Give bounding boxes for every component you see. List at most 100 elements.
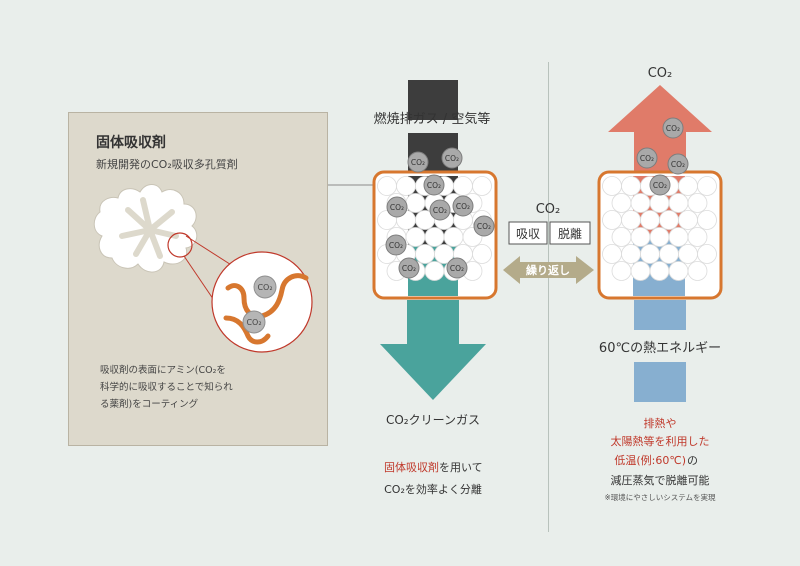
- absorb-desc-line2: CO₂を効率よく分離: [384, 482, 482, 496]
- desorb-desc-line: 排熱や: [644, 416, 677, 430]
- co2-molecule-label: CO₂: [666, 124, 680, 133]
- inset-title: 固体吸収剤: [96, 135, 166, 151]
- desorb-desc-line3-rest: の: [687, 454, 698, 467]
- absorb-tab: [508, 221, 548, 245]
- particle: [678, 210, 698, 230]
- input-gas-label: 燃焼排ガス / 空気等: [374, 111, 491, 127]
- co2-molecule-label: CO₂: [402, 264, 416, 273]
- co2-molecule: [452, 195, 474, 217]
- desorb-desc-line: 太陽熱等を利用した: [611, 434, 710, 448]
- particle: [687, 227, 708, 247]
- co2-molecule: [649, 174, 671, 196]
- heat-bar: [634, 300, 686, 330]
- particle: [668, 193, 689, 213]
- co2-molecule: [398, 257, 420, 279]
- co2-molecule-label: CO₂: [445, 154, 459, 163]
- particle: [621, 244, 641, 264]
- particle: [659, 244, 679, 264]
- particle: [472, 244, 492, 264]
- desorb-desc-line3-red: 低温(例:60℃): [614, 453, 686, 467]
- absorb-desc-highlight: 固体吸収剤: [384, 460, 439, 474]
- co2-molecule-label: CO₂: [477, 222, 491, 231]
- co2-molecule: [386, 196, 408, 218]
- co2-molecule: [446, 257, 468, 279]
- particle: [472, 176, 492, 196]
- particle: [424, 261, 445, 281]
- desorb-footnote: ※環境にやさしいシステムを実現: [604, 492, 716, 502]
- particle: [687, 193, 708, 213]
- particle: [678, 244, 698, 264]
- desorber-particles: [602, 176, 717, 281]
- particle: [640, 210, 660, 230]
- particle: [611, 227, 632, 247]
- particle: [668, 227, 689, 247]
- particle: [443, 227, 464, 247]
- co2-molecule-label: CO₂: [390, 203, 404, 212]
- co2-molecule: [636, 147, 658, 169]
- particle: [687, 261, 708, 281]
- particle: [602, 244, 622, 264]
- co2-molecule: [407, 151, 429, 173]
- center-divider: [548, 62, 549, 532]
- particle: [697, 176, 717, 196]
- co2-molecule: [429, 199, 451, 221]
- particle: [649, 193, 670, 213]
- zoom-detail: CO₂ CO₂: [211, 251, 313, 353]
- inset-note-line: る薬剤)をコーティング: [100, 399, 199, 410]
- repeat-label: 繰り返し: [526, 263, 570, 277]
- molecule-label: CO₂: [257, 283, 272, 292]
- gas-inlet-bar: [408, 80, 458, 120]
- inset-note: 吸収剤の表面にアミン(CO₂を 科学的に吸収することで知られ る薬剤)をコーティ…: [100, 362, 300, 413]
- particle: [697, 244, 717, 264]
- repeat-arrow: [503, 256, 594, 284]
- co2-molecule: [441, 147, 463, 169]
- co2-molecule: [423, 174, 445, 196]
- desorb-desc-line4: 減圧蒸気で脱離可能: [611, 473, 710, 487]
- particle: [678, 176, 698, 196]
- desorb-tab: [549, 221, 591, 245]
- particle: [621, 176, 641, 196]
- cycle-co2-label: CO₂: [536, 202, 561, 217]
- particle: [649, 227, 670, 247]
- inset-note-line: 吸収剤の表面にアミン(CO₂を: [100, 365, 226, 376]
- particle: [602, 176, 622, 196]
- particle: [697, 210, 717, 230]
- particle: [377, 176, 397, 196]
- co2-molecule-label: CO₂: [640, 154, 654, 163]
- particle: [602, 210, 622, 230]
- particle: [649, 261, 670, 281]
- clean-gas-arrow: [380, 300, 486, 400]
- co2-molecule-label: CO₂: [433, 206, 447, 215]
- particle: [405, 227, 426, 247]
- particle: [424, 227, 445, 247]
- absorb-tab-label: 吸収: [516, 227, 540, 241]
- co2-molecule-label: CO₂: [389, 241, 403, 250]
- co2-molecule: [662, 117, 684, 139]
- particle: [611, 193, 632, 213]
- particle: [659, 210, 679, 230]
- desorb-tab-label: 脱離: [558, 226, 582, 241]
- particle: [630, 261, 651, 281]
- co2-molecule-label: CO₂: [671, 160, 685, 169]
- co2-molecule-label: CO₂: [450, 264, 464, 273]
- co2-molecule: [385, 234, 407, 256]
- co2-released-particles: CO₂ CO₂ CO₂ CO₂: [636, 117, 689, 196]
- clean-gas-label: CO₂クリーンガス: [386, 413, 480, 427]
- co2-release-arrow: [608, 85, 712, 176]
- desorb-co2-label: CO₂: [648, 66, 673, 81]
- inset-subtitle: 新規開発のCO₂吸収多孔質剤: [96, 158, 238, 171]
- zoom-source-circle: [167, 232, 193, 258]
- molecule-label: CO₂: [246, 318, 261, 327]
- co2-molecule-label: CO₂: [427, 181, 441, 190]
- particle: [668, 261, 689, 281]
- heat-bar: [634, 362, 686, 402]
- absorber-particles: [377, 176, 492, 281]
- particle: [630, 227, 651, 247]
- heat-label: 60℃の熱エネルギー: [599, 341, 721, 356]
- co2-molecule-label: CO₂: [653, 181, 667, 190]
- inset-note-line: 科学的に吸収することで知られ: [100, 382, 233, 393]
- particle: [621, 210, 641, 230]
- particle: [611, 261, 632, 281]
- particle: [415, 244, 435, 264]
